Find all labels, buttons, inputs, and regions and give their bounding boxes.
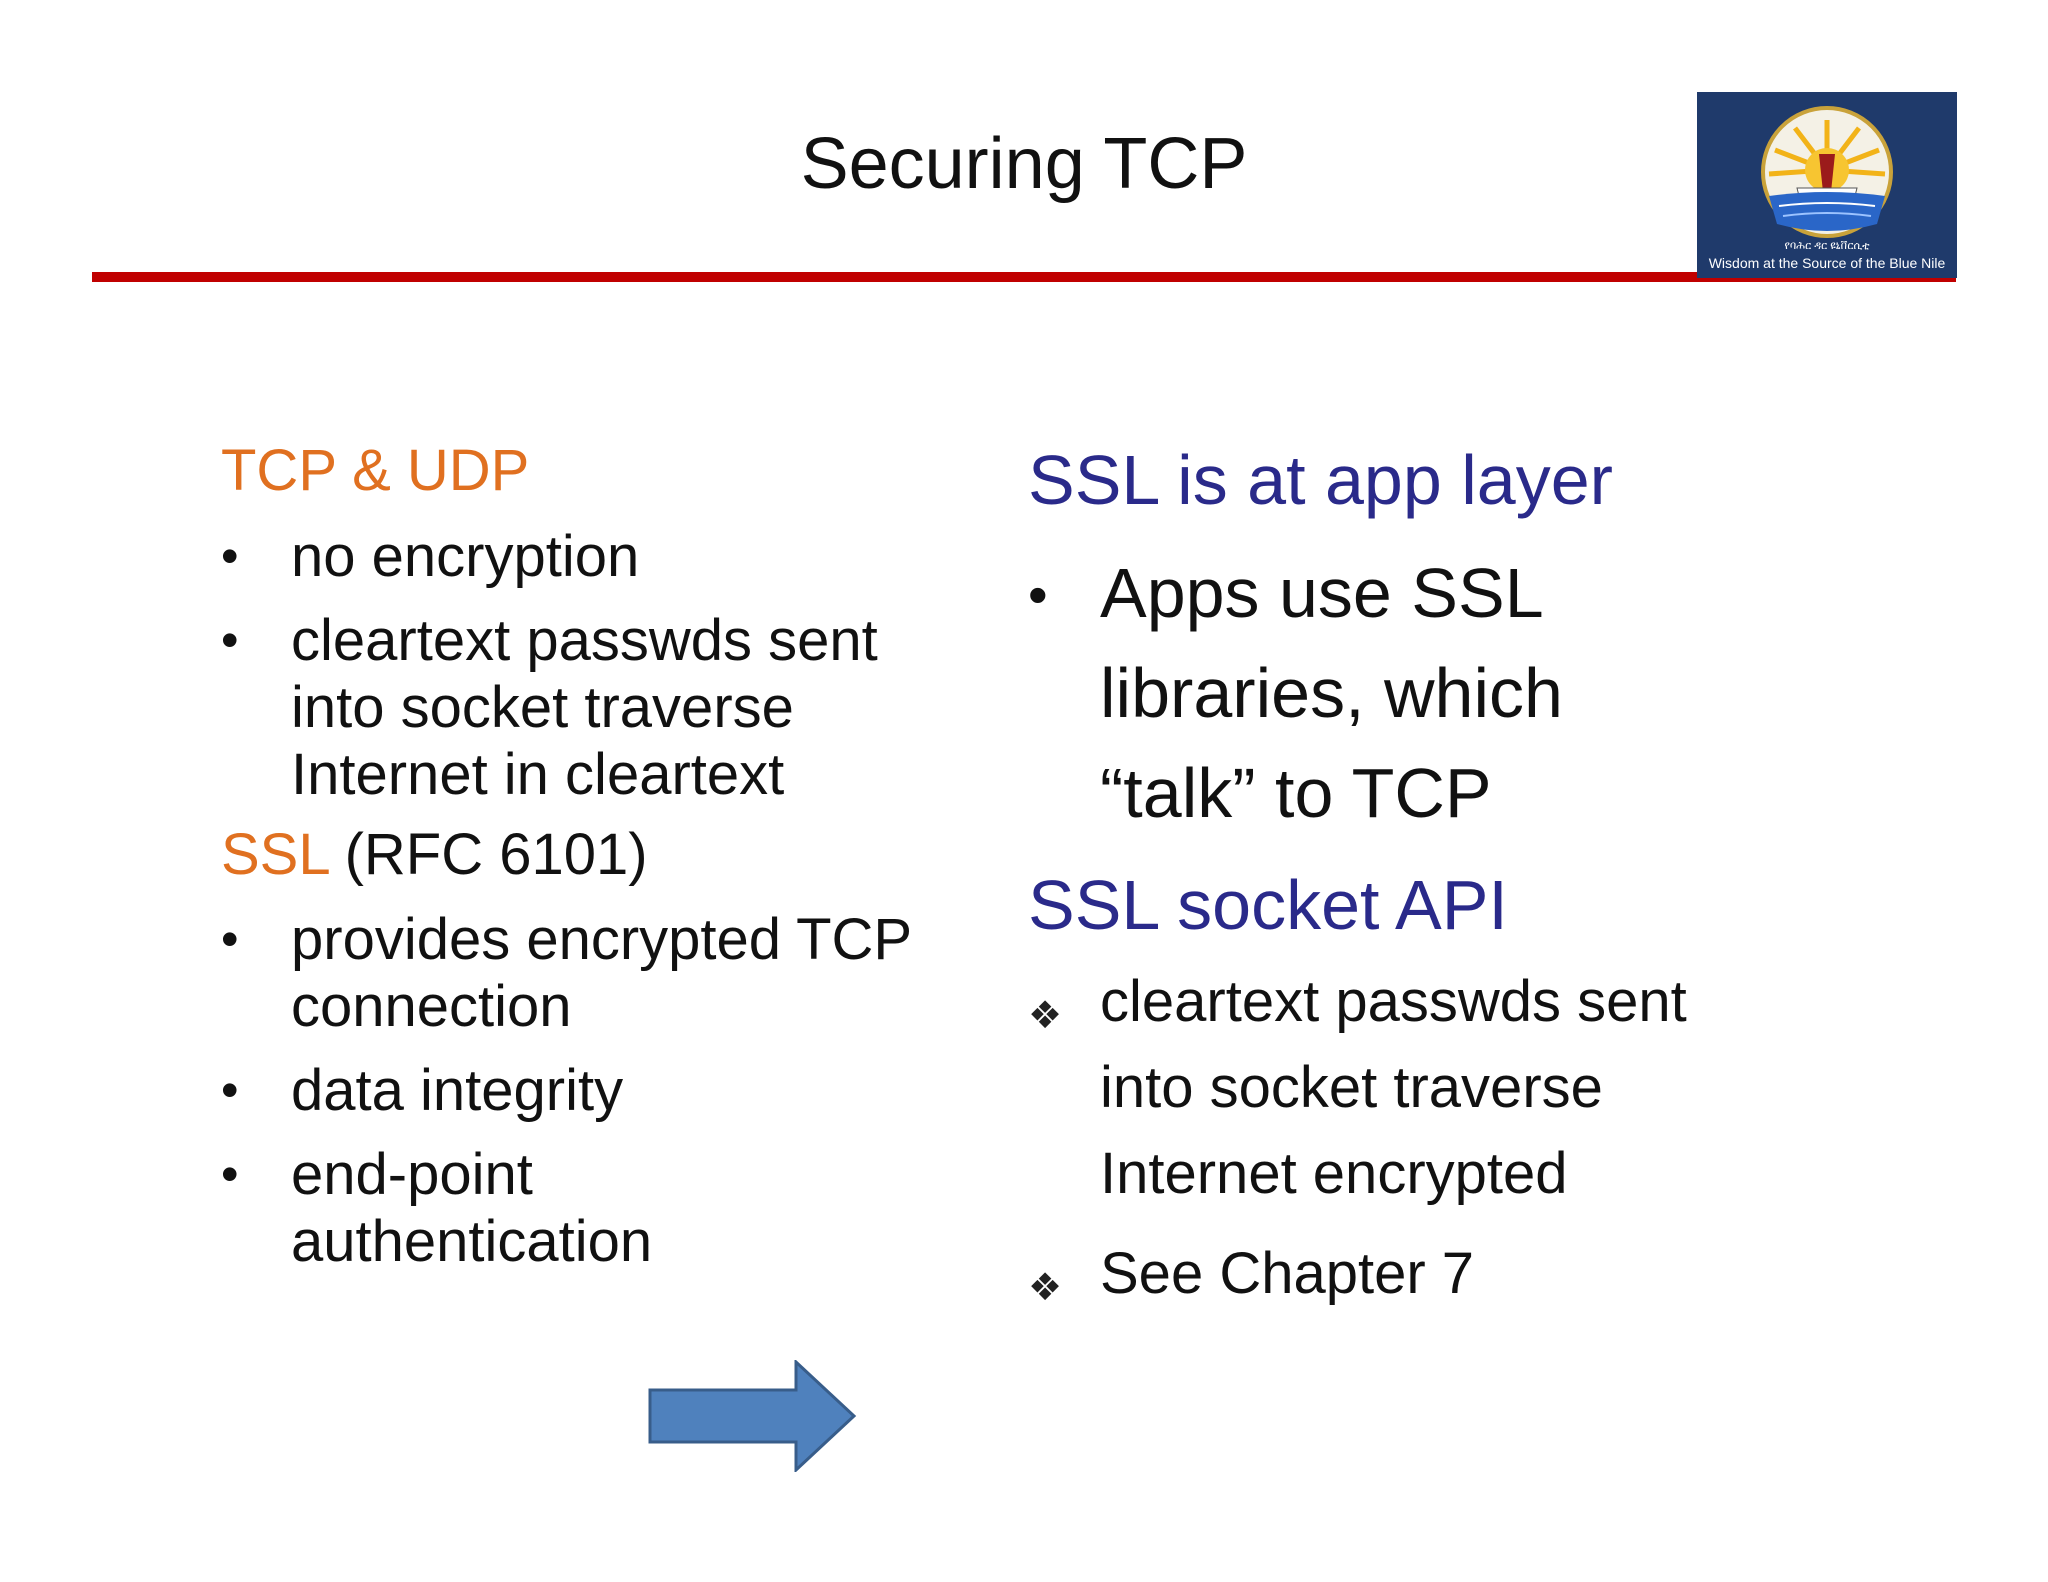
- app-layer-heading: SSL is at app layer: [1028, 441, 1613, 519]
- item-line: cleartext passwds sent: [1100, 969, 1687, 1034]
- list-item: • data integrity: [221, 1057, 981, 1124]
- item-line: provides encrypted TCP: [291, 907, 913, 973]
- item-line: cleartext passwds sent: [291, 607, 878, 673]
- right-arrow-icon: [648, 1360, 857, 1472]
- item-line: See Chapter 7: [1100, 1241, 1475, 1306]
- bullet-icon: •: [221, 911, 239, 968]
- item-line: into socket traverse: [291, 674, 794, 740]
- item-line: authentication: [291, 1209, 653, 1275]
- ssl-heading-rfc: (RFC 6101): [328, 821, 648, 887]
- list-item: ❖ cleartext passwds sent into socket tra…: [1028, 959, 1948, 1217]
- list-item: • no encryption: [221, 523, 981, 590]
- item-line: into socket traverse: [1100, 1055, 1603, 1120]
- bullet-icon: •: [221, 1062, 239, 1119]
- left-column: TCP & UDP • no encryption • cleartext pa…: [221, 424, 981, 1275]
- item-line: Internet in cleartext: [291, 741, 785, 807]
- item-line: libraries, which: [1100, 653, 1563, 732]
- item-line: end-point: [291, 1142, 533, 1208]
- item-line: Apps use SSL: [1100, 553, 1544, 632]
- logo-caption-english: Wisdom at the Source of the Blue Nile: [1708, 255, 1946, 271]
- diamond-bullet-icon: ❖: [1028, 995, 1063, 1037]
- list-item: • cleartext passwds sent into socket tra…: [221, 607, 981, 808]
- university-logo: የባሕር ዳር ዩኒቨርሲቲ Wisdom at the Source of t…: [1697, 92, 1957, 278]
- tcp-udp-heading: TCP & UDP: [221, 438, 530, 503]
- list-item: • end-point authentication: [221, 1141, 981, 1275]
- title-divider: [92, 272, 1956, 282]
- diamond-bullet-icon: ❖: [1028, 1267, 1063, 1309]
- slide-title: Securing TCP: [800, 124, 1248, 204]
- socket-api-heading: SSL socket API: [1028, 865, 1508, 944]
- bullet-icon: •: [221, 527, 239, 584]
- ssl-heading-label: SSL: [221, 821, 329, 887]
- list-item: • Apps use SSL libraries, which “talk” t…: [1028, 543, 1948, 843]
- bullet-icon: •: [1028, 562, 1048, 626]
- university-seal-icon: [1761, 106, 1893, 238]
- list-item: • provides encrypted TCP connection: [221, 906, 981, 1040]
- item-line: “talk” to TCP: [1100, 753, 1492, 832]
- item-line: data integrity: [291, 1058, 624, 1124]
- item-line: no encryption: [291, 523, 640, 589]
- ssl-heading: SSL (RFC 6101): [221, 820, 981, 890]
- bullet-icon: •: [221, 1146, 239, 1203]
- logo-caption-amharic: የባሕር ዳር ዩኒቨርሲቲ: [1784, 240, 1870, 252]
- right-column: SSL is at app layer • Apps use SSL libra…: [1028, 440, 1948, 1317]
- bullet-icon: •: [221, 611, 239, 668]
- item-line: connection: [291, 974, 572, 1040]
- list-item: ❖ See Chapter 7: [1028, 1231, 1948, 1317]
- item-line: Internet encrypted: [1100, 1141, 1568, 1206]
